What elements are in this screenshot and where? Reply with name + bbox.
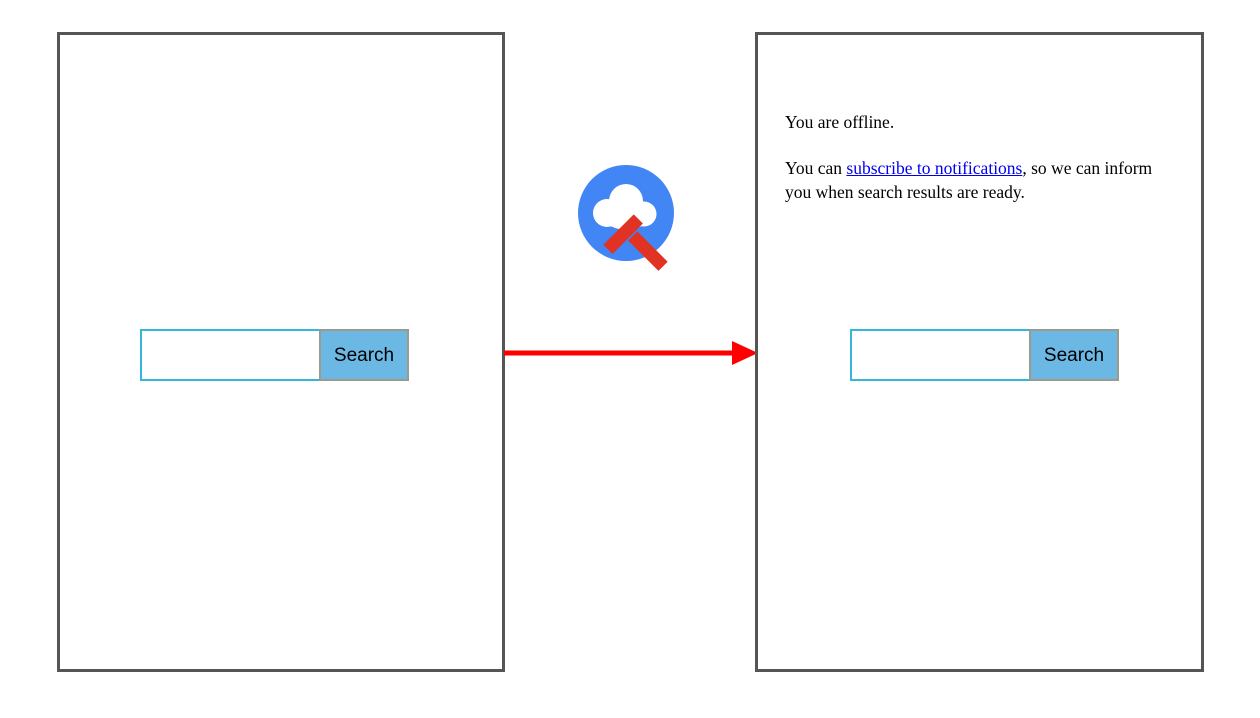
flow-arrow-right (500, 336, 760, 370)
panel-before-state: Search (57, 32, 505, 672)
subscribe-to-notifications-link[interactable]: subscribe to notifications (846, 158, 1023, 178)
search-input-before[interactable] (140, 329, 319, 381)
cloud-offline-icon (576, 163, 678, 273)
offline-message-block: You are offline. You can subscribe to no… (785, 110, 1175, 204)
search-button-after[interactable]: Search (1029, 329, 1119, 381)
search-input-after[interactable] (850, 329, 1029, 381)
panel-after-state: You are offline. You can subscribe to no… (755, 32, 1204, 672)
cloud-icon-cross (603, 214, 668, 271)
arrow-head (732, 341, 758, 365)
offline-message-suffix: , so we can inform you when search resul… (785, 158, 1153, 202)
search-widget-after: Search (850, 329, 1119, 381)
search-button-before[interactable]: Search (319, 329, 409, 381)
offline-message-prefix: You can (785, 158, 847, 178)
offline-message-line-2: You can subscribe to notifications, so w… (785, 156, 1175, 204)
offline-message-line-1: You are offline. (785, 112, 895, 132)
search-widget-before: Search (140, 329, 409, 381)
